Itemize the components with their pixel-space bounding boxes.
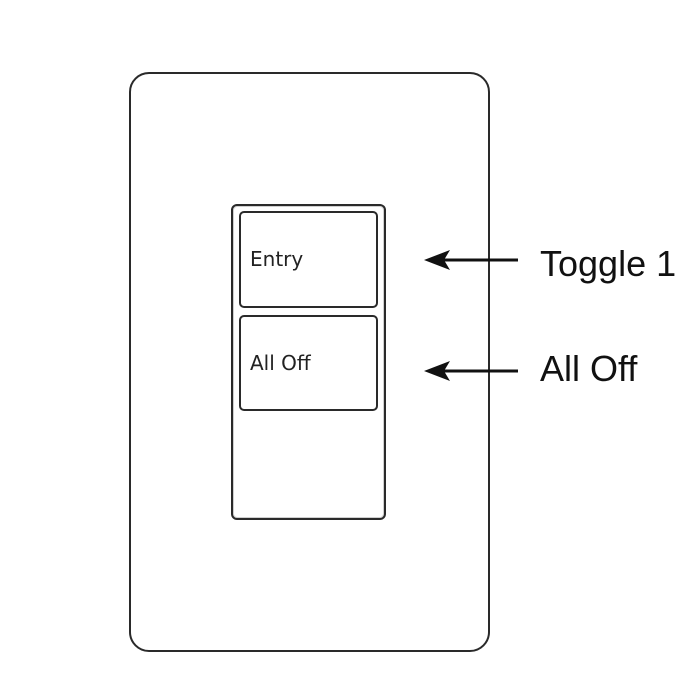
callout-label-toggle-1: Toggle 1 [540, 243, 677, 284]
keypad-button-label: Entry [250, 247, 304, 271]
arrow-left-icon [424, 250, 518, 270]
keypad-button-all-off[interactable]: All Off [239, 315, 378, 411]
arrow-left-icon [424, 361, 518, 381]
callout-label-all-off: All Off [540, 348, 638, 389]
keypad-button-entry[interactable]: Entry [239, 211, 378, 308]
keypad-button-label: All Off [250, 351, 311, 375]
